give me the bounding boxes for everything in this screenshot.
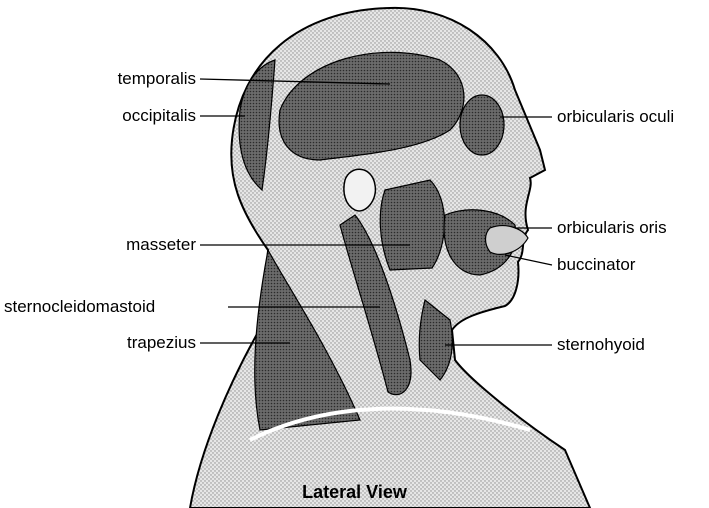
label-trapezius: trapezius: [127, 333, 196, 353]
label-sternohyoid: sternohyoid: [557, 335, 645, 355]
diagram-caption: Lateral View: [0, 482, 709, 503]
label-orbicularis-oculi: orbicularis oculi: [557, 107, 674, 127]
label-temporalis: temporalis: [118, 69, 196, 89]
label-sternocleidomastoid: sternocleidomastoid: [4, 297, 155, 317]
orbicularis-oculi-muscle: [460, 95, 504, 155]
label-masseter: masseter: [126, 235, 196, 255]
label-occipitalis: occipitalis: [122, 106, 196, 126]
label-orbicularis-oris: orbicularis oris: [557, 218, 667, 238]
masseter-muscle: [380, 180, 444, 270]
ear: [344, 169, 376, 211]
label-buccinator: buccinator: [557, 255, 635, 275]
